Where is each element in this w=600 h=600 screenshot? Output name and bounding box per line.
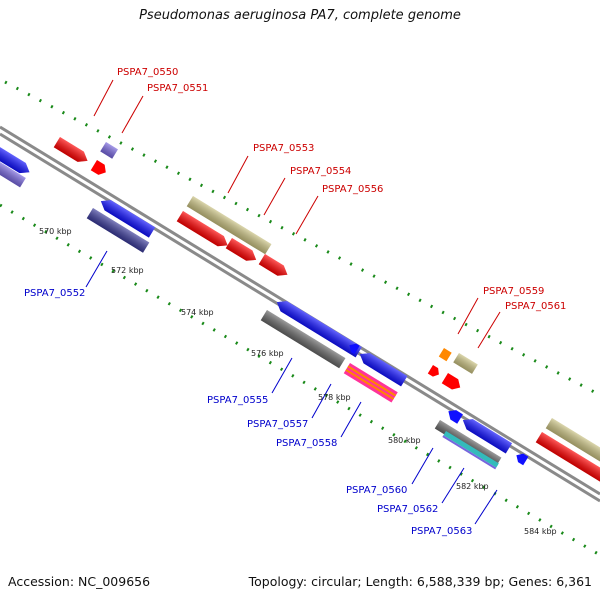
gene-arrow bbox=[427, 365, 439, 377]
tick-label: 584 kbp bbox=[524, 527, 557, 536]
gene-label[interactable]: PSPA7_0550 bbox=[117, 67, 178, 78]
gene-label[interactable]: PSPA7_0551 bbox=[147, 83, 208, 94]
gene-label[interactable]: PSPA7_0563 bbox=[411, 526, 472, 537]
gene-label[interactable]: PSPA7_0560 bbox=[346, 485, 407, 496]
tick-label: 572 kbp bbox=[111, 266, 144, 275]
gene-arrow bbox=[448, 410, 463, 424]
gene-arrow bbox=[349, 343, 360, 355]
tick-label: 570 kbp bbox=[39, 227, 72, 236]
gene-arrow bbox=[90, 160, 106, 175]
reverse-strand-genes bbox=[86, 200, 529, 470]
tick-label: 580 kbp bbox=[388, 436, 421, 445]
gene-label[interactable]: PSPA7_0557 bbox=[247, 419, 308, 430]
tick-labels: 570 kbp 572 kbp 574 kbp 576 kbp 578 kbp … bbox=[39, 227, 557, 536]
forward-strand-genes bbox=[0, 137, 600, 485]
gene-label[interactable]: PSPA7_0552 bbox=[24, 288, 85, 299]
accession-text: Accession: NC_009656 bbox=[8, 574, 151, 589]
gene-arrow bbox=[441, 373, 461, 390]
gene-box bbox=[443, 431, 499, 468]
gene-label[interactable]: PSPA7_0554 bbox=[290, 166, 351, 177]
tick-label: 574 kbp bbox=[181, 308, 214, 317]
gene-labels: PSPA7_0550 PSPA7_0551 PSPA7_0553 PSPA7_0… bbox=[24, 67, 566, 537]
gene-box bbox=[438, 348, 452, 362]
map-title: Pseudomonas aeruginosa PA7, complete gen… bbox=[139, 8, 461, 23]
tick-label: 578 kbp bbox=[318, 393, 351, 402]
gene-label[interactable]: PSPA7_0555 bbox=[207, 395, 268, 406]
outer-tick-ring bbox=[4, 80, 600, 397]
gene-label[interactable]: PSPA7_0558 bbox=[276, 438, 337, 449]
gene-label[interactable]: PSPA7_0556 bbox=[322, 184, 383, 195]
label-leaders bbox=[85, 79, 501, 525]
gene-label[interactable]: PSPA7_0559 bbox=[483, 286, 544, 297]
gene-arrow bbox=[516, 453, 529, 466]
tick-label: 582 kbp bbox=[456, 482, 489, 491]
gene-label[interactable]: PSPA7_0562 bbox=[377, 504, 438, 515]
gene-label[interactable]: PSPA7_0553 bbox=[253, 143, 314, 154]
gene-label[interactable]: PSPA7_0561 bbox=[505, 301, 566, 312]
genome-summary-text: Topology: circular; Length: 6,588,339 bp… bbox=[248, 574, 592, 589]
inner-tick-ring bbox=[0, 203, 600, 557]
tick-label: 576 kbp bbox=[251, 349, 284, 358]
